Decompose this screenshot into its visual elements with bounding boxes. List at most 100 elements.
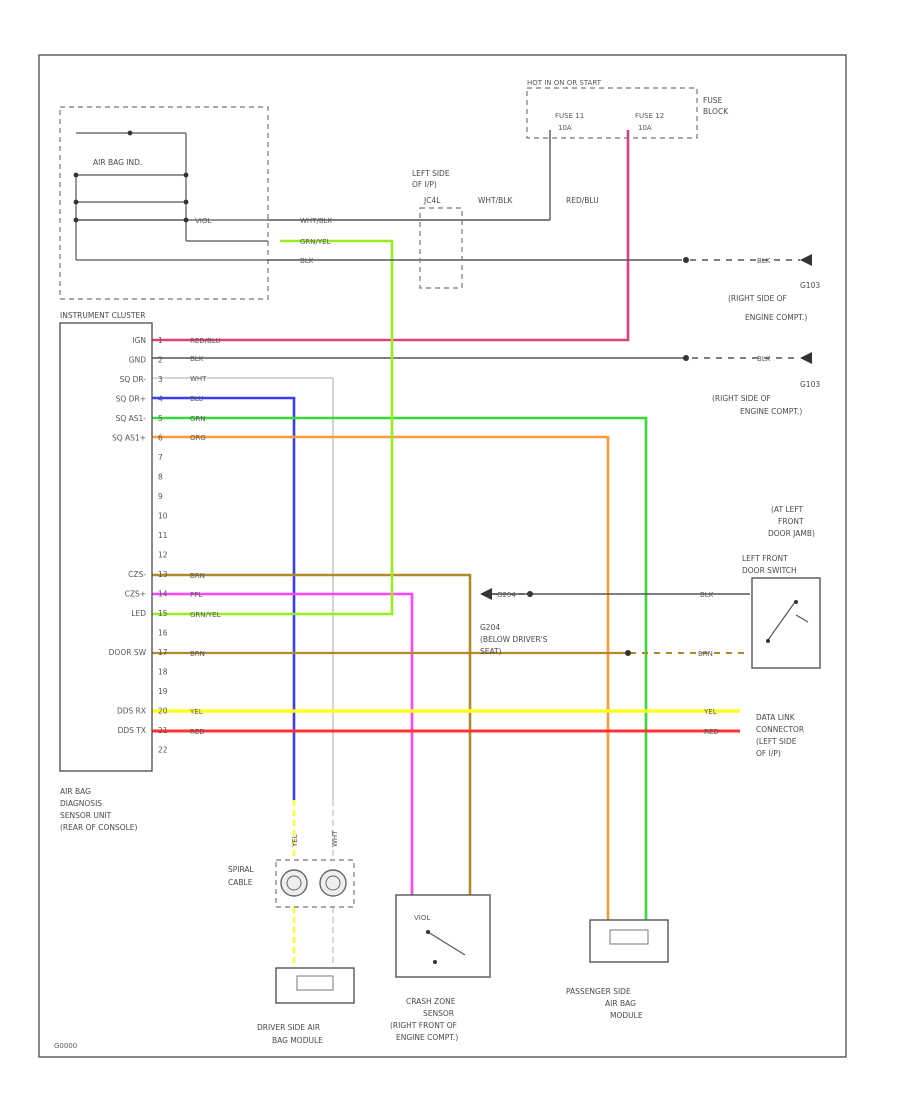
svg-text:(LEFT SIDE: (LEFT SIDE	[756, 737, 797, 746]
svg-text:BLK: BLK	[757, 355, 771, 363]
svg-text:RED: RED	[704, 728, 719, 736]
left-front-door-switch	[751, 577, 821, 669]
svg-text:FUSE 11: FUSE 11	[555, 112, 584, 120]
svg-text:DIAGNOSIS: DIAGNOSIS	[60, 799, 102, 808]
svg-text:(BELOW DRIVER'S: (BELOW DRIVER'S	[480, 635, 548, 644]
svg-text:FRONT: FRONT	[778, 517, 804, 526]
svg-text:BAG MODULE: BAG MODULE	[272, 1036, 323, 1045]
svg-text:10A: 10A	[558, 124, 572, 132]
svg-text:GRN/YEL: GRN/YEL	[190, 611, 221, 619]
svg-text:DOOR SWITCH: DOOR SWITCH	[742, 566, 797, 575]
unit-pin-label: DDS TX	[118, 726, 146, 735]
unit-pin-number: 20	[158, 707, 168, 716]
svg-text:BRN: BRN	[190, 572, 205, 580]
svg-text:HOT IN ON OR START: HOT IN ON OR START	[527, 79, 602, 87]
svg-text:FUSE 12: FUSE 12	[635, 112, 664, 120]
svg-text:BLK: BLK	[757, 257, 771, 265]
svg-text:SEAT): SEAT)	[480, 647, 502, 656]
svg-text:FUSE: FUSE	[703, 96, 723, 105]
svg-text:GRN/YEL: GRN/YEL	[300, 238, 331, 246]
svg-text:PPL: PPL	[190, 591, 202, 599]
unit-pin-label: SQ AS1-	[116, 414, 147, 423]
svg-text:SENSOR UNIT: SENSOR UNIT	[60, 811, 112, 820]
svg-text:CONNECTOR: CONNECTOR	[756, 725, 804, 734]
unit-pin-number: 13	[158, 570, 168, 579]
unit-pin-label: SQ DR+	[116, 395, 146, 404]
unit-pin-label: DDS RX	[117, 707, 146, 716]
svg-text:AIR BAG: AIR BAG	[60, 787, 91, 796]
diagnosis-sensor-unit	[59, 322, 153, 772]
unit-pin-number: 6	[158, 434, 163, 443]
svg-text:MODULE: MODULE	[610, 1011, 643, 1020]
ground-symbol-2: BLK G103 (RIGHT SIDE OF ENGINE COMPT.)	[683, 352, 820, 416]
svg-text:SPIRAL: SPIRAL	[228, 865, 255, 874]
svg-text:(REAR OF CONSOLE): (REAR OF CONSOLE)	[60, 823, 138, 832]
unit-pin-number: 4	[158, 395, 163, 404]
svg-text:ENGINE COMPT.): ENGINE COMPT.)	[740, 407, 802, 416]
unit-pin-number: 1	[158, 336, 163, 345]
svg-text:BRN: BRN	[698, 650, 713, 658]
fuse-block	[526, 87, 698, 139]
unit-pin-label: CZS-	[128, 570, 146, 579]
svg-text:AIR BAG: AIR BAG	[605, 999, 636, 1008]
instrument-cluster-top-box	[59, 106, 269, 300]
unit-pin-number: 3	[158, 375, 163, 384]
footer-code: G0000	[54, 1042, 77, 1050]
svg-text:(RIGHT SIDE OF: (RIGHT SIDE OF	[712, 394, 771, 403]
svg-text:DOOR JAMB): DOOR JAMB)	[768, 529, 815, 538]
svg-text:G103: G103	[800, 281, 820, 290]
svg-text:JC4L: JC4L	[423, 196, 441, 205]
unit-pin-number: 22	[158, 746, 168, 755]
svg-text:WHT: WHT	[331, 830, 339, 847]
unit-pin-label: IGN	[132, 336, 146, 345]
spiral-cable	[275, 859, 355, 908]
svg-text:(RIGHT SIDE OF: (RIGHT SIDE OF	[728, 294, 787, 303]
svg-text:GRN: GRN	[190, 415, 206, 423]
wire-ppl-czs	[152, 592, 414, 895]
unit-pin-number: 21	[158, 726, 168, 735]
svg-text:SENSOR: SENSOR	[423, 1009, 454, 1018]
svg-text:ORG: ORG	[190, 434, 206, 442]
unit-pin-number: 9	[158, 492, 163, 501]
instrument-cluster-label: INSTRUMENT CLUSTER	[60, 311, 145, 320]
unit-pin-number: 18	[158, 668, 168, 677]
svg-text:G204: G204	[480, 623, 500, 632]
passenger-side-airbag-module	[589, 919, 669, 963]
wire-grn	[152, 416, 648, 920]
svg-text:(AT LEFT: (AT LEFT	[771, 505, 804, 514]
unit-pin-label: LED	[131, 609, 146, 618]
unit-pin-number: 19	[158, 687, 168, 696]
unit-pin-number: 5	[158, 414, 163, 423]
svg-text:OF I/P): OF I/P)	[756, 749, 781, 758]
jc4l-box	[419, 207, 463, 289]
g204-ground: G204 G204 (BELOW DRIVER'S SEAT)	[480, 588, 548, 656]
svg-text:WHT: WHT	[190, 375, 207, 383]
ground-symbol-1: BLK G103 (RIGHT SIDE OF ENGINE COMPT.)	[683, 254, 820, 322]
svg-text:RED/BLU: RED/BLU	[566, 196, 599, 205]
svg-text:BLK: BLK	[300, 257, 314, 265]
wire-brn-czs	[152, 573, 472, 895]
unit-pin-number: 16	[158, 629, 168, 638]
svg-text:RED/BLU: RED/BLU	[190, 337, 221, 345]
crash-zone-sensor	[395, 894, 491, 978]
spiral-cable-coil-1	[280, 869, 308, 897]
svg-text:LEFT FRONT: LEFT FRONT	[742, 554, 788, 563]
spiral-cable-coil-2	[319, 869, 347, 897]
svg-text:CABLE: CABLE	[228, 878, 253, 887]
wire-red-blu-ign	[152, 130, 630, 342]
unit-pin-number: 2	[158, 356, 163, 365]
svg-text:DATA LINK: DATA LINK	[756, 713, 796, 722]
svg-text:VIOL: VIOL	[195, 217, 211, 225]
svg-text:WHT/BLK: WHT/BLK	[300, 217, 333, 225]
svg-text:BLK: BLK	[700, 591, 714, 599]
svg-text:LEFT SIDE: LEFT SIDE	[412, 169, 450, 178]
unit-pin-label: CZS+	[125, 590, 146, 599]
unit-pin-label: SQ DR-	[120, 375, 147, 384]
unit-pin-number: 12	[158, 551, 168, 560]
unit-pin-number: 15	[158, 609, 168, 618]
svg-text:BLK: BLK	[190, 355, 204, 363]
svg-text:G204: G204	[497, 591, 516, 599]
unit-pin-number: 10	[158, 512, 168, 521]
